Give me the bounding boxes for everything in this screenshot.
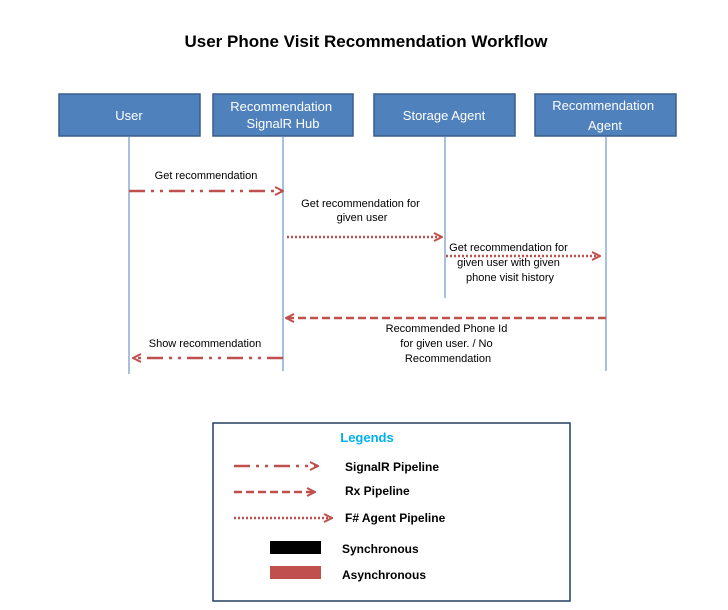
actor-agent-label-line-1: Recommendation xyxy=(552,98,654,113)
actor-agent-label: Recommendation Agent xyxy=(552,98,658,133)
message-get-recommendation: Get recommendation xyxy=(129,170,283,191)
actor-hub-box xyxy=(212,93,354,137)
actor-user-label: User xyxy=(115,108,143,123)
message-get-recommendation-label: Get recommendation xyxy=(155,170,258,182)
legend-title: Legends xyxy=(340,430,393,445)
actor-agent: Recommendation Agent xyxy=(534,93,677,137)
message-get-recommendation-with-history: Get recommendation for given user with g… xyxy=(446,242,600,284)
actor-hub: Recommendation SignalR Hub xyxy=(212,93,354,137)
legend-asynchronous-swatch xyxy=(270,566,321,579)
message-get-recommendation-for-user-line-1: Get recommendation for xyxy=(301,198,420,210)
message-get-recommendation-with-history-line-3: phone visit history xyxy=(466,272,555,284)
message-get-recommendation-with-history-line-2: given user with given xyxy=(457,257,560,269)
message-get-recommendation-with-history-line-1: Get recommendation for xyxy=(449,242,568,254)
message-recommended-phone-line-1: Recommended Phone Id xyxy=(386,323,508,335)
actor-hub-label-line-2: SignalR Hub xyxy=(247,116,320,131)
actor-storage-box xyxy=(373,93,516,137)
message-get-recommendation-for-user-label: Get recommendation for given user xyxy=(301,198,423,224)
message-recommended-phone-line-2: for given user. / No xyxy=(400,338,492,350)
message-recommended-phone-label: Recommended Phone Id for given user. / N… xyxy=(386,323,511,365)
message-show-recommendation: Show recommendation xyxy=(133,338,283,358)
diagram-title: User Phone Visit Recommendation Workflow xyxy=(184,32,548,51)
legend-synchronous-swatch xyxy=(270,541,321,554)
message-show-recommendation-line-1: Show recommendation xyxy=(149,338,262,350)
actor-hub-label: Recommendation SignalR Hub xyxy=(230,99,336,131)
message-get-recommendation-with-history-label: Get recommendation for given user with g… xyxy=(449,242,571,284)
legend: Legends SignalR Pipeline Rx Pipeline F# … xyxy=(212,422,571,602)
legend-signalr-label: SignalR Pipeline xyxy=(345,460,439,474)
message-get-recommendation-for-user: Get recommendation for given user xyxy=(287,198,442,237)
legend-rx-label: Rx Pipeline xyxy=(345,484,410,498)
legend-asynchronous-label: Asynchronous xyxy=(342,568,426,582)
actor-storage-label: Storage Agent xyxy=(403,108,486,123)
actor-hub-label-line-1: Recommendation xyxy=(230,99,332,114)
legend-fsharp-label: F# Agent Pipeline xyxy=(345,511,446,525)
actor-agent-label-line-2: Agent xyxy=(588,118,622,133)
actor-storage-label-line-1: Storage Agent xyxy=(403,108,486,123)
actor-storage: Storage Agent xyxy=(373,93,516,137)
message-get-recommendation-for-user-line-2: given user xyxy=(337,212,388,224)
message-recommended-phone-line-3: Recommendation xyxy=(405,353,491,365)
legend-synchronous-label: Synchronous xyxy=(342,542,419,556)
message-get-recommendation-line-1: Get recommendation xyxy=(155,170,258,182)
actor-user-label-line-1: User xyxy=(115,108,143,123)
actor-user: User xyxy=(58,93,201,137)
message-show-recommendation-label: Show recommendation xyxy=(149,338,262,350)
message-recommended-phone: Recommended Phone Id for given user. / N… xyxy=(286,318,606,365)
actor-agent-box xyxy=(534,93,677,137)
actor-user-box xyxy=(58,93,201,137)
